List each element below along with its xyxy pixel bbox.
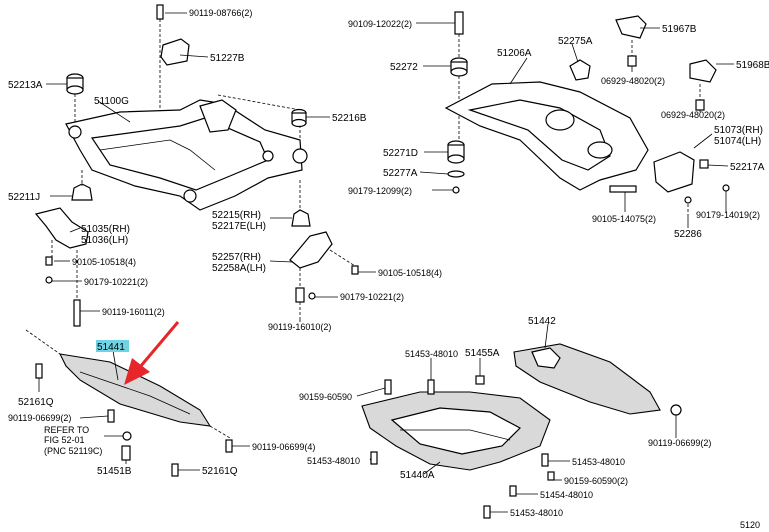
bolt-part [156, 4, 164, 40]
label-52216b: 52216B [332, 113, 367, 124]
bracket-51227b [160, 38, 190, 66]
label-90159-60590-right: 90159-60590(2) [564, 476, 628, 486]
part-labels: 90119-08766(2) 51227B 52213A 51100G 5221… [8, 8, 769, 530]
label-52211j: 52211J [8, 192, 40, 203]
leader-lines [38, 12, 734, 513]
stopper-52211j [71, 183, 93, 201]
label-51074: 51074(LH) [714, 136, 761, 147]
front-crossmember-group [34, 4, 359, 327]
label-52217a: 52217A [730, 162, 765, 173]
highlight-51441 [96, 340, 129, 352]
label-90105-10518-right: 90105-10518(4) [378, 268, 442, 278]
label-refer-line3: (PNC 52119C) [44, 446, 102, 456]
label-90159-60590-left: 90159-60590 [299, 392, 352, 402]
label-51073: 51073(RH) [714, 125, 763, 136]
bushing-part [66, 73, 84, 95]
label-51442: 51442 [528, 316, 556, 327]
label-refer-line2: FIG 52-01 [44, 435, 85, 445]
label-51455a: 51455A [465, 348, 500, 359]
label-51967b: 51967B [662, 24, 697, 35]
label-90179-14019: 90179-14019(2) [696, 210, 760, 220]
brace-52257 [289, 231, 333, 269]
label-52161q-left: 52161Q [18, 397, 54, 408]
label-51440a: 51440A [400, 470, 435, 481]
label-51227b: 51227B [210, 53, 245, 64]
label-51453-48010-c: 51453-48010 [572, 457, 625, 467]
brace-51035 [34, 207, 89, 249]
label-90105-10518-left: 90105-10518(4) [72, 257, 136, 267]
label-90119-06699-mid: 90119-06699(4) [252, 442, 315, 452]
label-52213a: 52213A [8, 80, 43, 91]
label-51035: 51035(RH) [81, 224, 130, 235]
label-refer-line1: REFER TO [44, 425, 89, 435]
label-52271d: 52271D [383, 148, 418, 159]
label-90119-16010: 90119-16010(2) [268, 322, 331, 332]
bracket-51073 [653, 151, 695, 193]
label-52217e: 52217E(LH) [212, 221, 266, 232]
annotation-arrow [124, 321, 180, 385]
label-51441: 51441 [97, 342, 125, 353]
label-90119-16011: 90119-16011(2) [102, 307, 165, 317]
rear-crossmember-group [444, 11, 730, 214]
page-number: 5120 [740, 520, 760, 530]
label-51206a: 51206A [497, 48, 532, 59]
label-90179-10221-right: 90179-10221(2) [340, 292, 404, 302]
label-51451b: 51451B [97, 466, 132, 477]
label-52286: 52286 [674, 229, 702, 240]
label-90179-12099: 90179-12099(2) [348, 186, 412, 196]
label-51454-48010: 51454-48010 [540, 490, 593, 500]
label-90119-06699-left: 90119-06699(2) [8, 413, 71, 423]
stopper-52215 [291, 209, 311, 227]
label-51968b: 51968B [736, 60, 769, 71]
label-06929-48020-a: 06929-48020(2) [601, 76, 665, 86]
label-52277a: 52277A [383, 168, 418, 179]
label-51100g: 51100G [94, 96, 129, 107]
bushing-part [291, 108, 307, 128]
label-90105-14075: 90105-14075(2) [592, 214, 656, 224]
label-52257: 52257(RH) [212, 252, 261, 263]
label-51453-48010-a: 51453-48010 [405, 349, 458, 359]
label-90109-12022: 90109-12022(2) [348, 19, 412, 29]
label-52161q-mid: 52161Q [202, 466, 238, 477]
cover-51440a-group [361, 343, 682, 519]
label-90179-10221-left: 90179-10221(2) [84, 277, 148, 287]
label-52258a: 52258A(LH) [212, 263, 266, 274]
label-51036: 51036(LH) [81, 235, 128, 246]
label-52215: 52215(RH) [212, 210, 261, 221]
bushing-part [450, 57, 468, 77]
label-51453-48010-d: 51453-48010 [510, 508, 563, 518]
label-90119-06699-right: 90119-06699(2) [648, 438, 711, 448]
bushing-part [447, 140, 465, 164]
label-51453-48010-b: 51453-48010 [307, 456, 360, 466]
label-90119-08766: 90119-08766(2) [189, 8, 252, 18]
label-06929-48020-b: 06929-48020(2) [661, 110, 725, 120]
label-52275a: 52275A [558, 36, 593, 47]
label-52272: 52272 [390, 62, 418, 73]
